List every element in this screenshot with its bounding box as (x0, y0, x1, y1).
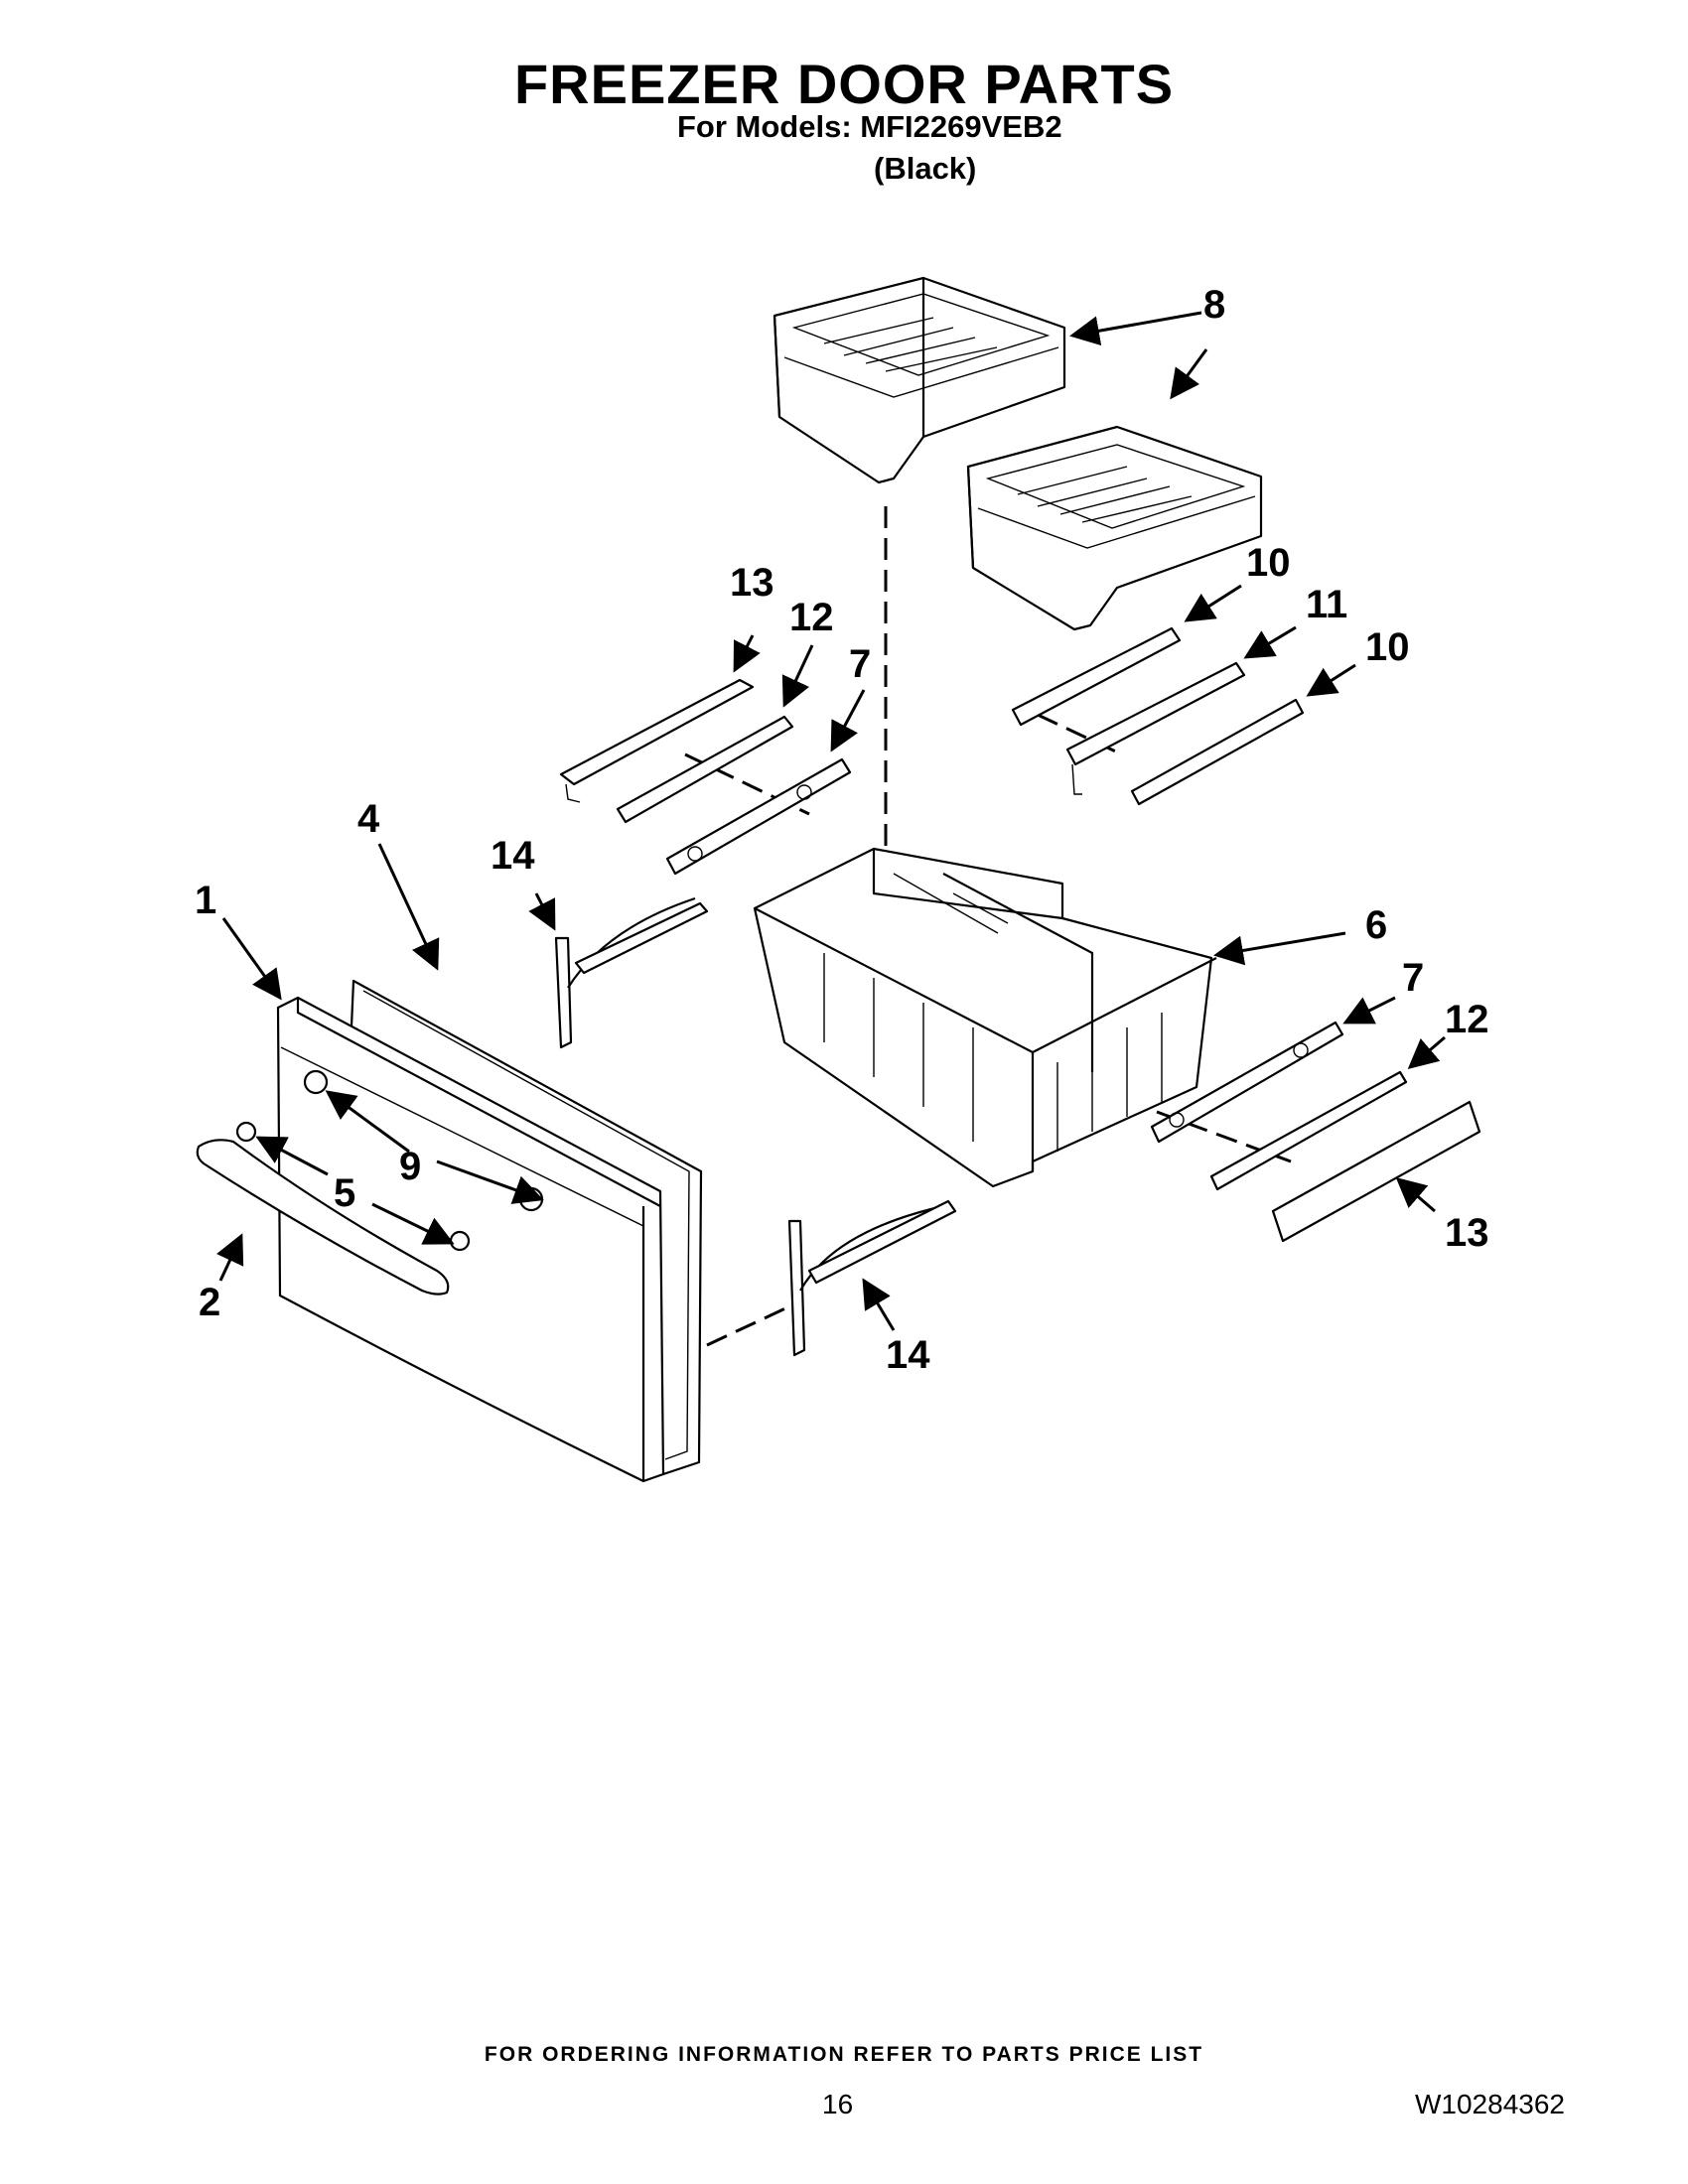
document-number: W10284362 (1414, 2089, 1565, 2119)
callout-11: 11 (1306, 583, 1347, 626)
callout-10-upper: 10 (1246, 541, 1291, 585)
callout-14-lower: 14 (886, 1333, 930, 1377)
callout-1: 1 (195, 879, 216, 922)
callout-4: 4 (357, 797, 380, 841)
callout-9: 9 (399, 1145, 421, 1188)
right-slide-7 (1150, 1021, 1344, 1144)
page-number: 16 (822, 2089, 854, 2119)
callout-12-left: 12 (789, 596, 834, 639)
freezer-door (276, 996, 665, 1483)
right-rail-11 (1065, 661, 1246, 795)
callout-5: 5 (334, 1171, 355, 1215)
callout-12-right: 12 (1445, 998, 1489, 1041)
right-slide-12 (1209, 1070, 1408, 1191)
ordering-note: FOR ORDERING INFORMATION REFER TO PARTS … (484, 2043, 1204, 2066)
callout-7-left: 7 (849, 642, 871, 686)
color-line: (Black) (874, 151, 977, 186)
main-freezer-basket (753, 847, 1217, 1188)
upper-basket-front (773, 276, 1066, 484)
left-bracket-14-upper (554, 896, 709, 1049)
right-rail-10-lower (1130, 698, 1305, 806)
left-rail-13 (559, 678, 755, 803)
callout-8: 8 (1203, 283, 1225, 327)
door-handle (196, 1139, 450, 1296)
callout-6: 6 (1365, 903, 1387, 947)
callout-13-left: 13 (730, 561, 774, 605)
alignment-line-door (706, 1298, 803, 1347)
right-rail-13 (1271, 1100, 1481, 1243)
right-rail-10-upper (1011, 626, 1182, 727)
callout-7-right: 7 (1402, 956, 1424, 1000)
callout-13-right: 13 (1445, 1211, 1489, 1255)
left-slide-12 (616, 715, 794, 824)
left-bracket-14-lower (787, 1199, 957, 1357)
callout-2: 2 (199, 1281, 220, 1324)
callout-14-upper: 14 (491, 834, 535, 878)
upper-basket-rear (966, 425, 1263, 631)
page-title: FREEZER DOOR PARTS (513, 53, 1175, 115)
alignment-line-slide-right (1156, 1110, 1292, 1163)
model-line: For Models: MFI2269VEB2 (677, 109, 1062, 144)
left-slide-7 (665, 757, 852, 876)
callout-10-lower: 10 (1365, 625, 1410, 669)
